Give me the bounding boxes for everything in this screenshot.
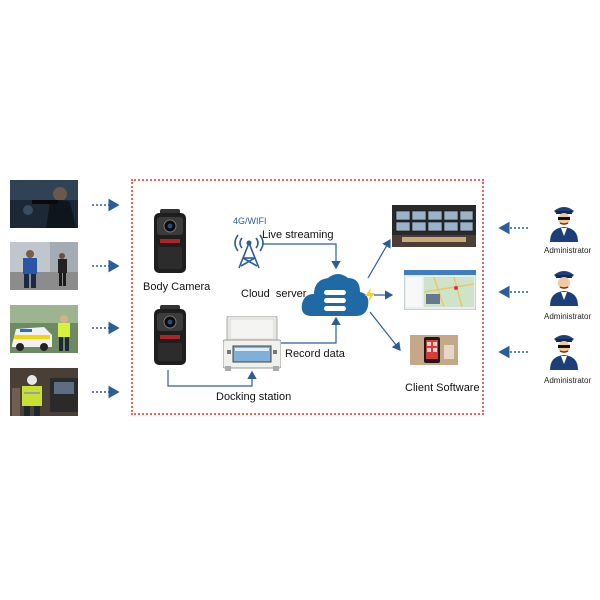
photo-traffic-police-car <box>10 305 78 353</box>
network-label: 4G/WIFI <box>233 216 267 226</box>
left-input-arrows <box>92 198 120 399</box>
body-camera-docked-icon <box>152 305 188 372</box>
client-software-label: Client Software <box>405 382 480 394</box>
record-data-label: Record data <box>285 348 345 360</box>
live-streaming-label: Live streaming <box>262 229 334 241</box>
map-software-screen <box>403 269 477 315</box>
system-frame <box>131 179 484 415</box>
lightning-icon <box>364 288 376 307</box>
photo-officer-aiming <box>10 180 78 228</box>
body-camera-label: Body Camera <box>143 281 211 293</box>
body-camera-icon <box>152 209 188 280</box>
cloud-server-icon <box>300 268 370 325</box>
cell-tower-icon <box>232 232 266 275</box>
video-wall-screen <box>392 205 476 252</box>
administrator-icon <box>548 330 580 375</box>
cloud-server-label: Cloud server <box>241 288 307 300</box>
mobile-client-screen <box>410 335 458 370</box>
docking-station-label: Docking station <box>216 391 292 403</box>
administrator-label: Administrator <box>544 312 592 321</box>
administrator-icon <box>548 202 580 247</box>
admin-arrows <box>498 221 528 359</box>
photo-officers-street <box>10 242 78 290</box>
administrator-label: Administrator <box>544 376 592 385</box>
administrator-icon <box>548 266 580 311</box>
docking-station-icon <box>222 315 282 377</box>
photo-officer-vehicle-stop <box>10 368 78 416</box>
administrator-label: Administrator <box>544 246 592 255</box>
